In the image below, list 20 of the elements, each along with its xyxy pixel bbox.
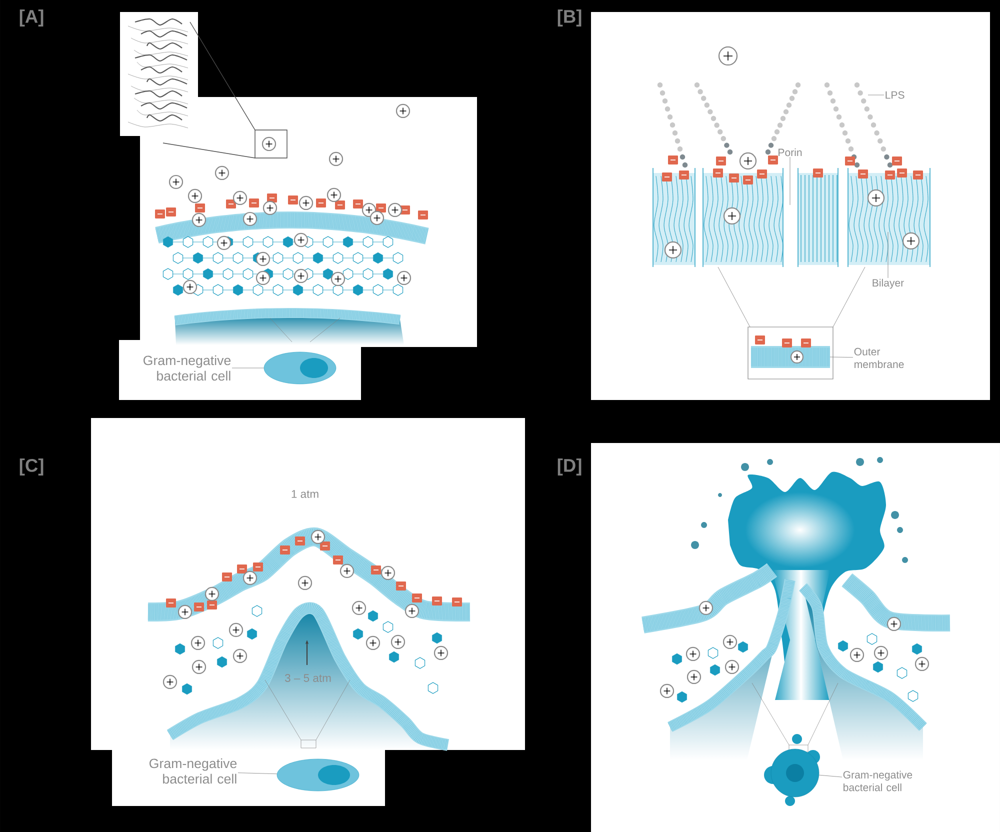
bacterial-cell-picture xyxy=(276,758,360,792)
bacterial-cell-picture xyxy=(764,734,820,806)
panel-letter: [C] xyxy=(20,458,44,476)
callout-label: Gram-negative bacterial cell xyxy=(843,770,912,792)
callout-label: Porin xyxy=(778,148,802,156)
leader-line xyxy=(818,774,842,778)
leader-line xyxy=(830,356,854,358)
bacterial-cell-picture xyxy=(264,352,336,384)
callout-label: Outer membrane xyxy=(854,348,904,368)
panel-letter: [B] xyxy=(558,9,582,27)
callout-label: Bilayer xyxy=(872,278,904,289)
pressure-label: 3 – 5 atm xyxy=(285,674,331,682)
panel-letter: [D] xyxy=(558,458,582,476)
panel-letter: [A] xyxy=(20,9,44,27)
callout-label: Gram-negative bacterial cell xyxy=(144,355,231,381)
leader-line xyxy=(238,772,278,774)
leader-line xyxy=(868,94,884,96)
callout-label: Gram-negative bacterial cell xyxy=(150,758,237,784)
pressure-label: 1 atm xyxy=(292,490,318,498)
callout-label: LPS xyxy=(886,91,904,99)
